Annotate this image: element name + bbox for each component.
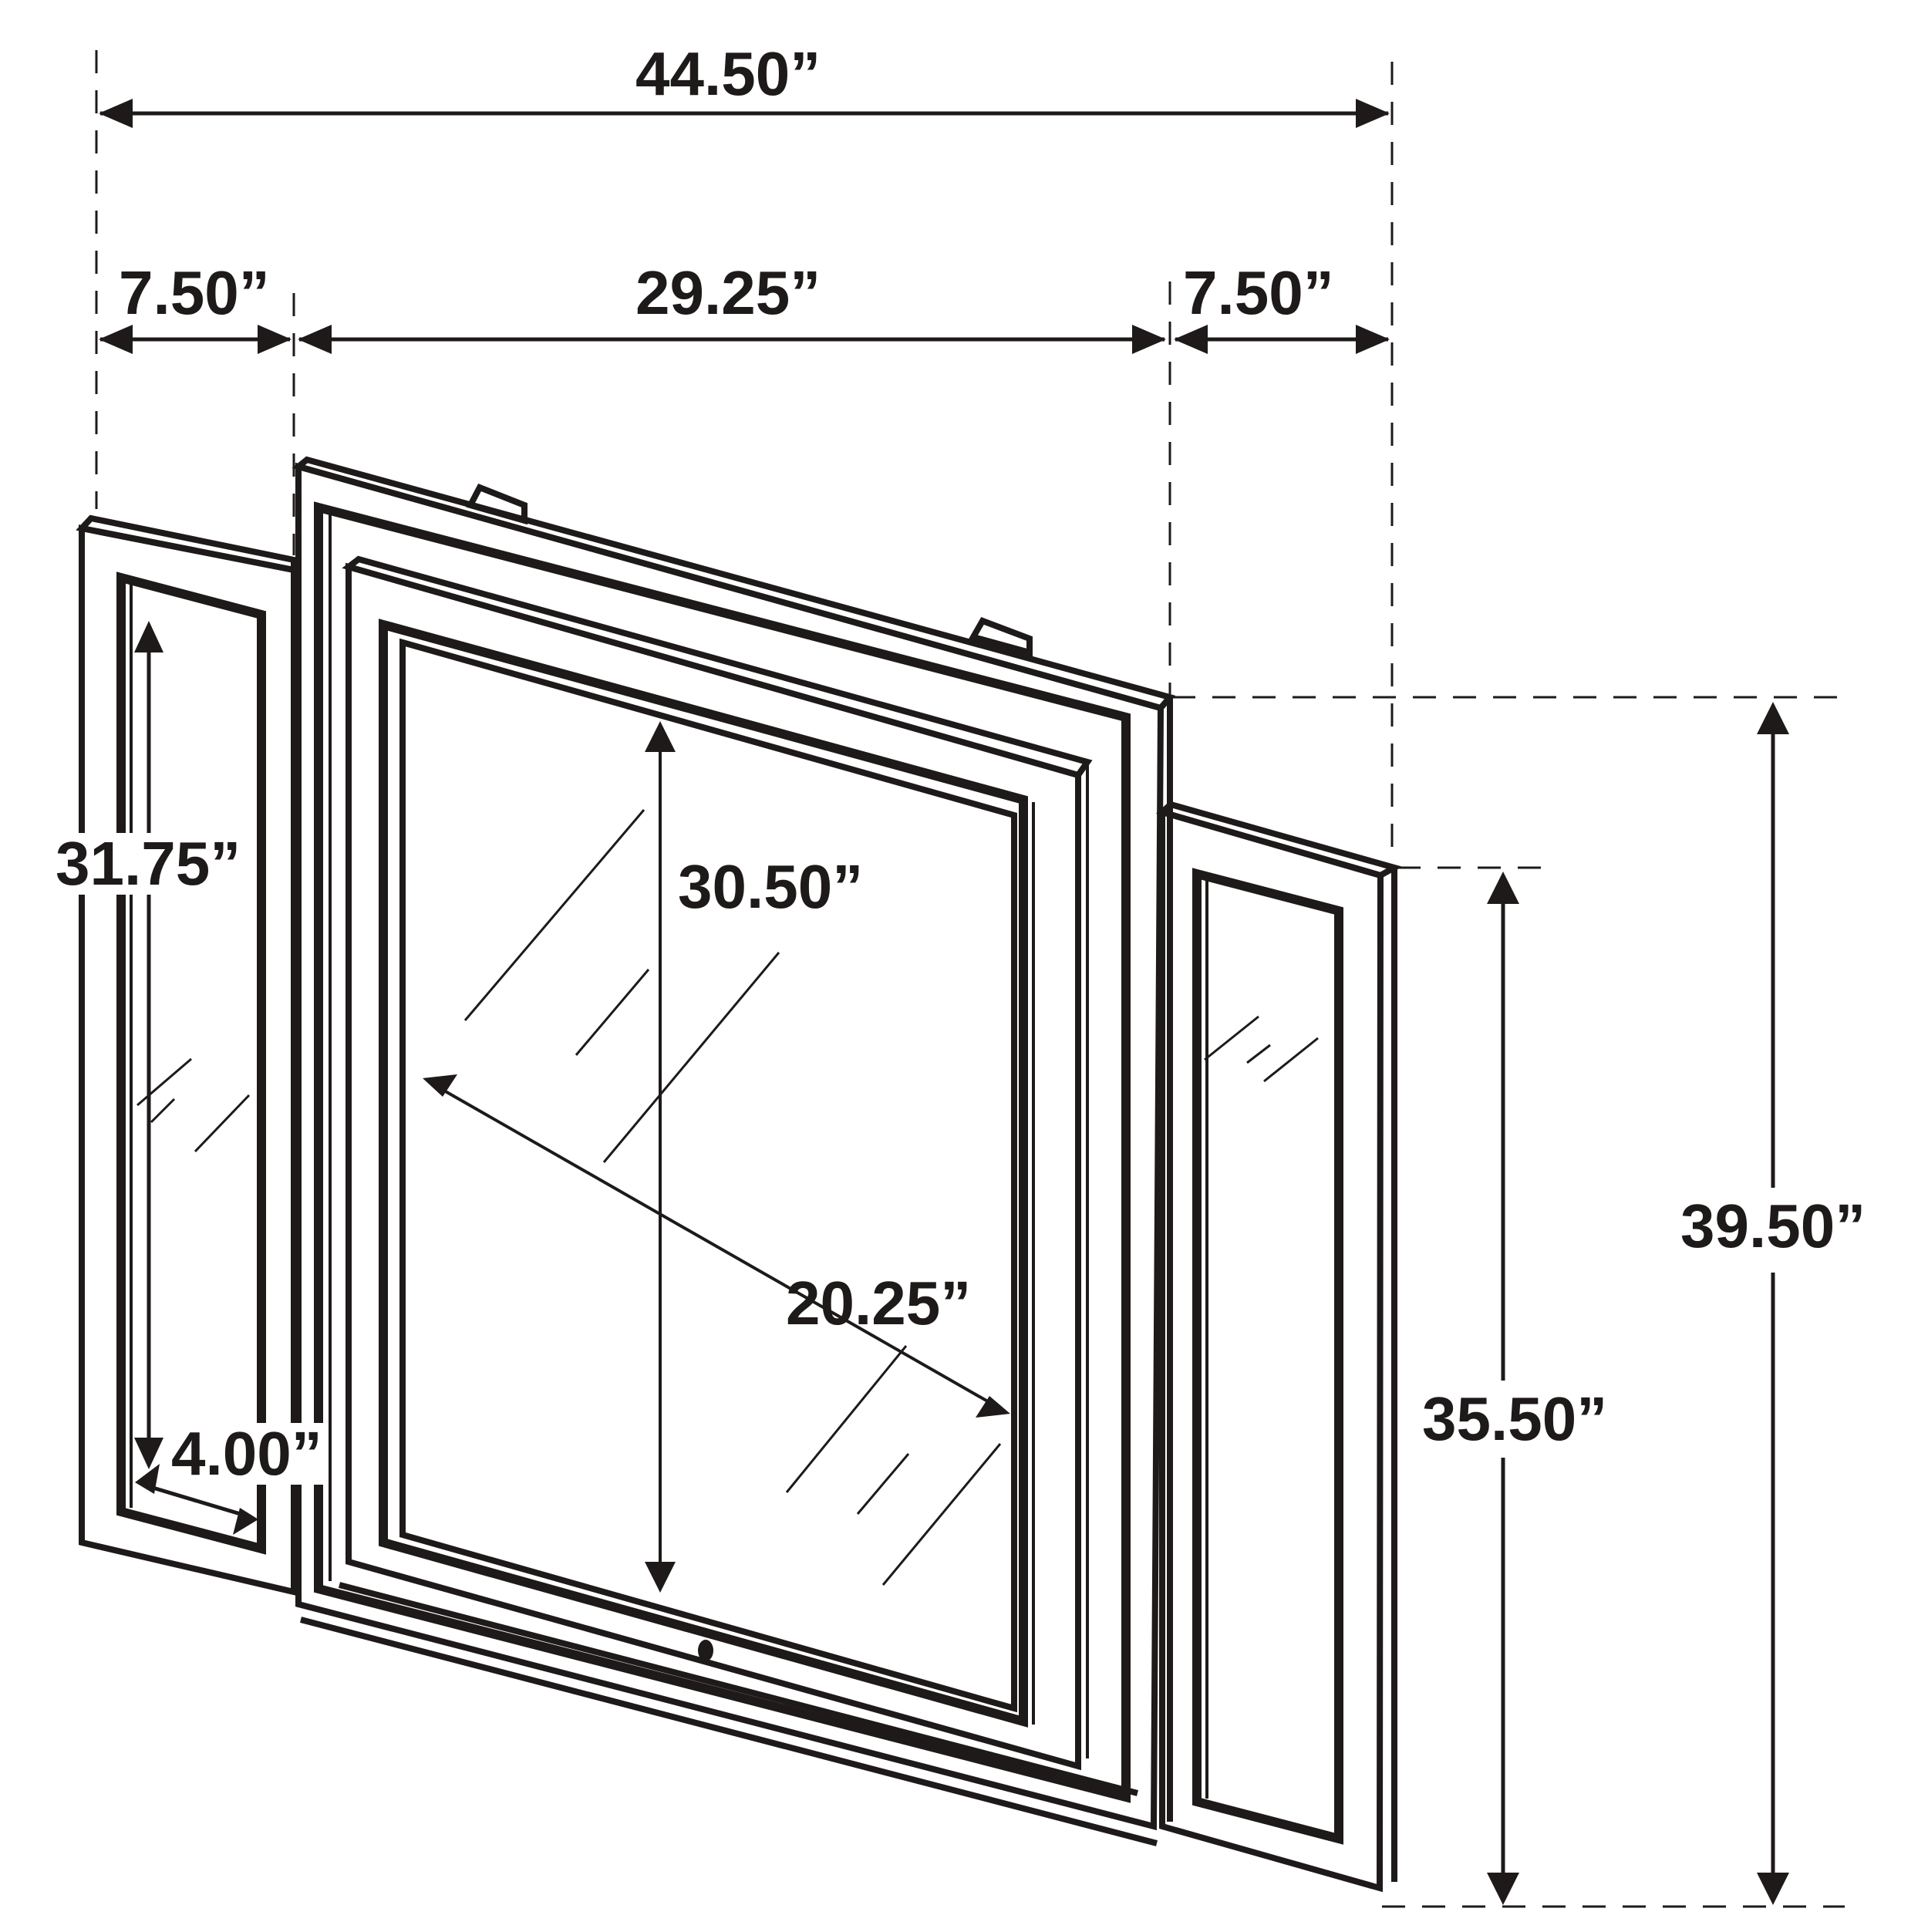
overall-height-label: 39.50” bbox=[1677, 1195, 1869, 1257]
overall-height-arrow bbox=[1757, 702, 1789, 1905]
overall-width-label: 44.50” bbox=[635, 39, 821, 108]
mounting-tab-right bbox=[968, 617, 1033, 657]
left-panel-width-arrow bbox=[99, 325, 292, 354]
side-glass-height-arrow bbox=[134, 621, 163, 1469]
left-panel-width-label: 7.50” bbox=[119, 258, 270, 327]
left-side-panel bbox=[76, 514, 297, 1597]
side-glass-height-label: 31.75” bbox=[52, 833, 244, 895]
knob-icon bbox=[698, 1640, 713, 1661]
side-glass-width-arrow bbox=[135, 1464, 258, 1535]
right-panel-width-label: 7.50” bbox=[1183, 258, 1334, 327]
center-glass-height-label: 30.50” bbox=[678, 852, 864, 921]
right-side-panel bbox=[1156, 801, 1403, 1893]
right-panel-width-arrow bbox=[1174, 325, 1390, 354]
center-width-arrow bbox=[298, 325, 1166, 354]
center-mirror bbox=[292, 456, 1176, 1846]
side-glass-width-label: 4.00” bbox=[168, 1423, 325, 1485]
center-width-label: 29.25” bbox=[635, 258, 821, 327]
center-glass-height-arrow bbox=[645, 721, 676, 1593]
center-glass-width-label: 20.25” bbox=[786, 1269, 972, 1337]
side-panel-height-label: 35.50” bbox=[1419, 1388, 1611, 1450]
extension-lines bbox=[95, 50, 1845, 1908]
side-panel-height-arrow bbox=[1487, 872, 1519, 1905]
center-glass-width-arrow bbox=[423, 1074, 1010, 1418]
overall-width-arrow bbox=[99, 99, 1390, 128]
